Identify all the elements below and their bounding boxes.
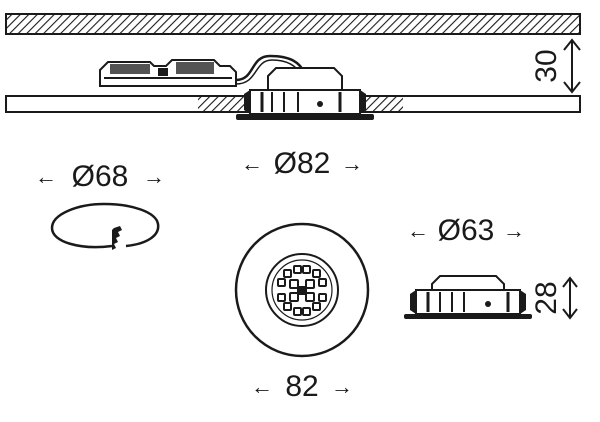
front-width-value: 82 bbox=[285, 370, 318, 403]
module-height-dimension: 28 bbox=[530, 276, 578, 320]
clip-diameter-dimension: ← Ø68 → bbox=[35, 160, 165, 193]
module-diameter-value: Ø63 bbox=[438, 214, 495, 247]
hole-diameter-value: Ø82 bbox=[274, 147, 331, 180]
arrow-right-icon: → bbox=[331, 374, 353, 399]
led-array bbox=[277, 265, 327, 316]
clip-diameter-value: Ø68 bbox=[72, 160, 129, 193]
driver-box bbox=[99, 59, 237, 87]
installed-led-module bbox=[236, 67, 374, 120]
clearance-value: 30 bbox=[530, 49, 563, 82]
front-width-dimension: ← 82 → bbox=[251, 370, 353, 403]
front-view-fixture bbox=[234, 222, 370, 358]
module-height-value: 28 bbox=[530, 281, 563, 314]
spring-clip bbox=[50, 202, 160, 250]
ceiling-top-slab bbox=[5, 13, 581, 35]
arrow-right-icon: → bbox=[341, 151, 363, 176]
led-module-side-view bbox=[404, 275, 532, 319]
arrow-left-icon: ← bbox=[35, 164, 57, 189]
arrow-left-icon: ← bbox=[407, 218, 429, 243]
module-diameter-dimension: ← Ø63 → bbox=[407, 214, 525, 247]
clearance-dimension: 30 bbox=[530, 38, 581, 94]
arrow-left-icon: ← bbox=[241, 151, 263, 176]
hole-diameter-dimension: ← Ø82 → bbox=[241, 147, 363, 180]
arrow-right-icon: → bbox=[503, 218, 525, 243]
arrow-right-icon: → bbox=[143, 164, 165, 189]
arrow-left-icon: ← bbox=[251, 374, 273, 399]
